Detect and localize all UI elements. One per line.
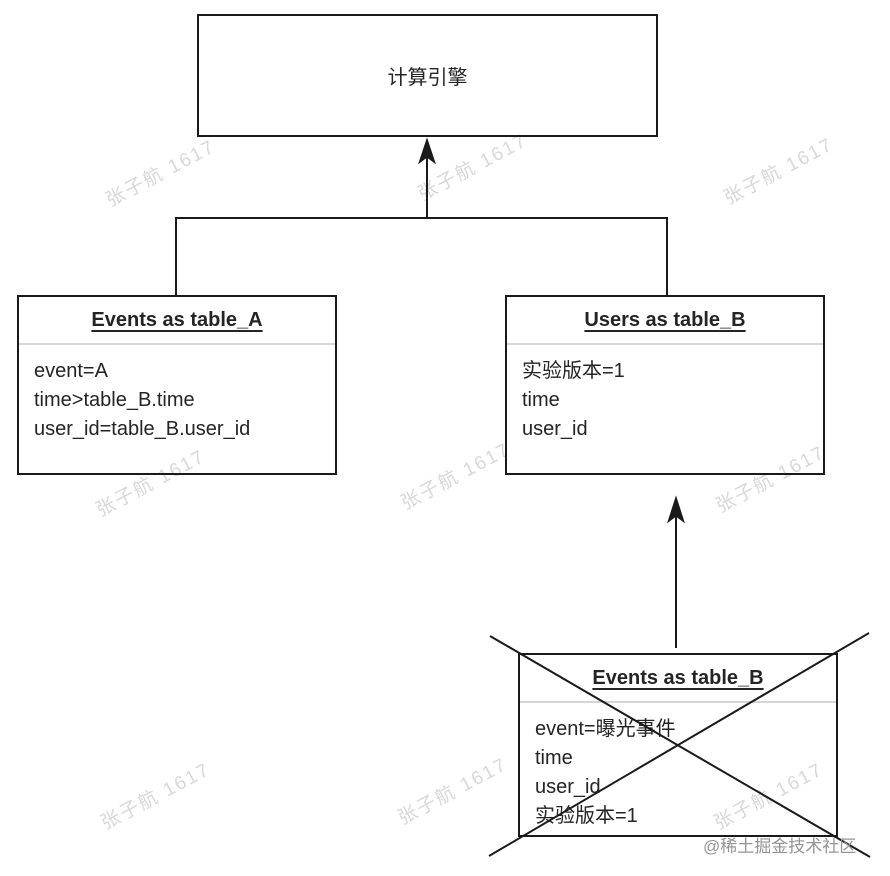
field-row: event=曝光事件: [535, 718, 676, 740]
watermark-text: 张子航 1617: [394, 754, 512, 830]
node-users-table-b-title: Users as table_B: [584, 308, 746, 331]
watermark-text: 张子航 1617: [414, 130, 532, 206]
node-users-table-b-header: Users as table_B: [507, 297, 823, 345]
arrow-events-to-users-head-icon: [667, 495, 685, 524]
node-events-table-b-title: Events as table_B: [592, 666, 764, 689]
field-row: time: [522, 389, 560, 411]
node-events-table-a: Events as table_A event=A time>table_B.t…: [17, 295, 337, 475]
field-row: 实验版本=1: [522, 360, 625, 382]
node-events-table-b-crossed: Events as table_B event=曝光事件 time user_i…: [518, 653, 838, 837]
field-row: 实验版本=1: [535, 805, 638, 827]
watermark-text: 张子航 1617: [720, 134, 838, 210]
node-events-table-b-body: event=曝光事件 time user_id 实验版本=1: [520, 703, 836, 831]
field-row: time: [535, 747, 573, 769]
field-row: user_id=table_B.user_id: [34, 418, 251, 440]
node-compute-engine: 计算引擎: [197, 14, 658, 137]
watermark-text: 张子航 1617: [397, 439, 515, 515]
node-events-table-a-header: Events as table_A: [19, 297, 335, 345]
field-row: user_id: [535, 776, 601, 798]
node-users-table-b: Users as table_B 实验版本=1 time user_id: [505, 295, 825, 475]
field-row: time>table_B.time: [34, 389, 195, 411]
field-row: event=A: [34, 360, 108, 382]
field-row: user_id: [522, 418, 588, 440]
node-events-table-a-title: Events as table_A: [91, 308, 263, 331]
watermark-text: 张子航 1617: [102, 136, 220, 212]
watermark-text: 张子航 1617: [97, 759, 215, 835]
node-users-table-b-body: 实验版本=1 time user_id: [507, 345, 823, 444]
arrow-to-engine-head-icon: [418, 137, 436, 165]
credit-watermark: @稀土掘金技术社区: [703, 837, 857, 856]
node-events-table-b-header: Events as table_B: [520, 655, 836, 703]
node-events-table-a-body: event=A time>table_B.time user_id=table_…: [19, 345, 335, 444]
node-compute-engine-label: 计算引擎: [387, 67, 468, 89]
